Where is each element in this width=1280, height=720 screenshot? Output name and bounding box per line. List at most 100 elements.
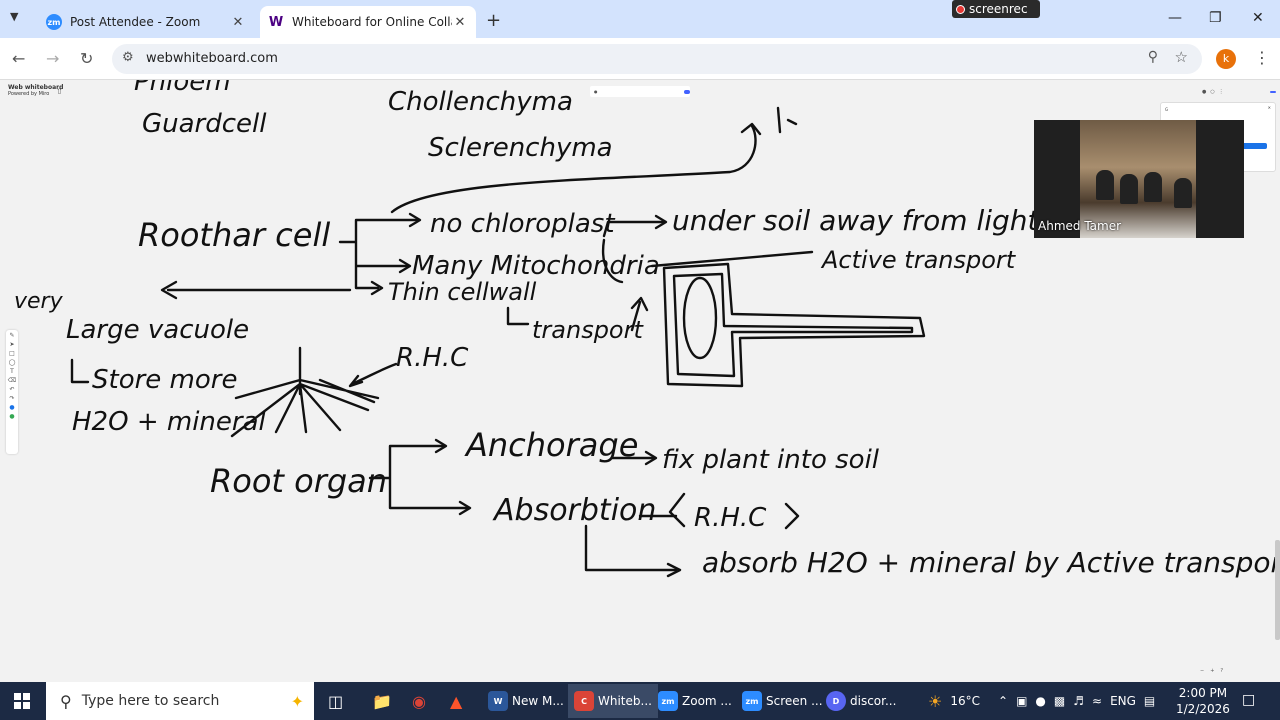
arrowhead: [654, 214, 668, 230]
text-guardcell: Guardcell: [142, 109, 267, 139]
display-icon[interactable]: ▩: [1053, 694, 1066, 708]
taskbar-app-zoom-screen[interactable]: zm Screen ...: [736, 684, 829, 718]
text-thin-cell-wall: Thin cellwall: [388, 278, 537, 306]
text-rhc-1: R.H.C: [396, 343, 469, 373]
chevron-up-icon[interactable]: ⌃: [998, 694, 1009, 708]
weather-icon[interactable]: ☀: [928, 691, 943, 711]
close-tab-icon[interactable]: ✕: [454, 14, 466, 30]
taskbar-app-word[interactable]: W New M...: [482, 684, 570, 718]
zoom-out-icon[interactable]: −: [1200, 668, 1205, 674]
bracket-root-organ: [368, 444, 470, 510]
forward-arrow-icon[interactable]: →: [46, 49, 60, 68]
eraser-icon[interactable]: ⌫: [7, 377, 17, 384]
arrowhead: [666, 562, 682, 578]
pen-icon[interactable]: ✎: [9, 332, 15, 339]
clock-time: 2:00 PM: [1178, 686, 1228, 700]
text-anchorage: Anchorage: [464, 426, 638, 464]
taskbar-app-zoom[interactable]: zm Zoom ...: [652, 684, 738, 718]
task-view-icon[interactable]: ◫: [328, 691, 344, 711]
tab-title: Whiteboard for Online Collabo: [292, 15, 452, 29]
whiteboard-canvas[interactable]: Phloem Guardcell Chollenchyma Sclerenchy…: [0, 80, 1280, 682]
taskbar-clock[interactable]: 2:00 PM 1/2/2026: [1176, 685, 1230, 717]
notification-icon[interactable]: □: [1242, 692, 1256, 708]
zoom-magnifier-icon[interactable]: ⚲: [1147, 49, 1158, 65]
text-root-organ: Root organ: [210, 462, 387, 500]
redo-icon[interactable]: ↷: [9, 395, 15, 402]
discord-icon: D: [826, 691, 846, 711]
root-sketch: [230, 346, 380, 438]
export-icon[interactable]: ⇧: [56, 87, 63, 96]
network-icon[interactable]: ▤: [1143, 694, 1156, 708]
select-icon[interactable]: ➤: [9, 341, 15, 348]
close-tab-icon[interactable]: ✕: [232, 14, 244, 30]
tab-search-chevron-icon[interactable]: ▼: [10, 10, 19, 23]
address-bar[interactable]: ⚙ webwhiteboard.com ⚲ ☆: [112, 44, 1202, 74]
vertical-scrollbar[interactable]: [1275, 540, 1280, 640]
zoom-video-tile[interactable]: Ahmed Tamer: [1034, 120, 1244, 238]
bracket-rhc: [668, 492, 800, 530]
microphone-icon[interactable]: ●: [1035, 694, 1046, 708]
speaker-icon[interactable]: ♬: [1073, 694, 1084, 708]
screenrec-badge[interactable]: screenrec: [952, 0, 1040, 18]
taskbar-app-label: New M...: [512, 694, 564, 708]
shape-icon[interactable]: ◯: [8, 359, 16, 366]
taskbar-app-discord[interactable]: D discor...: [820, 684, 902, 718]
profile-avatar[interactable]: k: [1216, 49, 1236, 69]
chrome-icon[interactable]: ◉: [412, 691, 426, 711]
undo-icon[interactable]: ↶: [9, 386, 15, 393]
color-blue-icon[interactable]: ●: [9, 404, 15, 411]
zoom-in-icon[interactable]: +: [1210, 668, 1215, 674]
back-arrow-icon[interactable]: ←: [12, 49, 26, 68]
root-hair-cell-inner: [672, 272, 914, 378]
arrowhead: [434, 438, 448, 454]
brave-icon[interactable]: ▲: [450, 691, 463, 711]
arrowhead: [160, 280, 178, 300]
rhc-pointer: [350, 362, 398, 386]
restore-icon[interactable]: ❐: [1209, 10, 1222, 26]
transport-hook: [506, 306, 530, 326]
arrowhead: [370, 280, 384, 296]
text-under-soil: under soil away from light: [672, 204, 1040, 237]
arrowhead: [398, 258, 412, 274]
close-window-icon[interactable]: ✕: [1252, 10, 1264, 26]
windows-start-icon[interactable]: [14, 693, 30, 709]
plus-icon[interactable]: +: [486, 10, 502, 31]
user-avatar-icon[interactable]: ○: [1210, 89, 1215, 95]
arrowhead: [458, 500, 472, 516]
board-top-right-toolbar: ● ○ ⋮: [1202, 87, 1276, 97]
camera-icon[interactable]: ▣: [1016, 694, 1028, 708]
text-tool-icon[interactable]: T: [10, 368, 14, 375]
file-explorer-icon[interactable]: 📁: [372, 691, 392, 711]
tab-whiteboard[interactable]: W Whiteboard for Online Collabo ✕: [260, 6, 476, 38]
help-icon[interactable]: ?: [1220, 668, 1224, 674]
site-settings-icon[interactable]: ⚙: [122, 50, 134, 65]
close-icon[interactable]: ✕: [1267, 105, 1271, 110]
curved-arrow-to-top: [390, 124, 757, 214]
settings-icon[interactable]: ⋮: [1218, 89, 1224, 95]
signup-button[interactable]: [684, 89, 690, 94]
color-green-icon[interactable]: ●: [9, 413, 15, 420]
browser-toolbar: ← → ↻ ⚙ webwhiteboard.com ⚲ ☆ k ⋮: [0, 38, 1280, 80]
more-menu-icon[interactable]: ⋮: [1254, 48, 1270, 67]
screenrec-label: screenrec: [969, 2, 1028, 16]
text-absorb-line: absorb H2O + mineral by Active transport: [702, 546, 1280, 579]
share-button[interactable]: [1270, 91, 1276, 93]
google-continue-button[interactable]: [1237, 143, 1267, 149]
language-indicator[interactable]: ENG: [1110, 694, 1136, 708]
wifi-icon[interactable]: ≈: [1092, 694, 1103, 708]
taskbar-app-chrome[interactable]: C Whiteb...: [568, 684, 658, 718]
collaborators-icon[interactable]: ●: [1202, 89, 1207, 95]
weather-temp[interactable]: 16°C: [950, 694, 980, 708]
participant-figure: [1174, 178, 1192, 208]
tab-zoom[interactable]: zm Post Attendee - Zoom ✕: [38, 6, 254, 38]
bookmark-star-icon[interactable]: ☆: [1174, 48, 1188, 66]
minimize-icon[interactable]: —: [1168, 10, 1182, 26]
windows-taskbar: ⚲ Type here to search ✦ ◫ 📁 ◉ ▲ W New M.…: [0, 682, 1280, 720]
text-sclerenchyma: Sclerenchyma: [428, 133, 613, 163]
reload-icon[interactable]: ↻: [80, 49, 94, 68]
sticky-note-icon[interactable]: □: [9, 350, 15, 357]
text-collenchyma: Chollenchyma: [388, 87, 573, 117]
arrow-transport-up: [630, 300, 642, 332]
taskbar-search-input[interactable]: ⚲ Type here to search ✦: [46, 682, 314, 720]
